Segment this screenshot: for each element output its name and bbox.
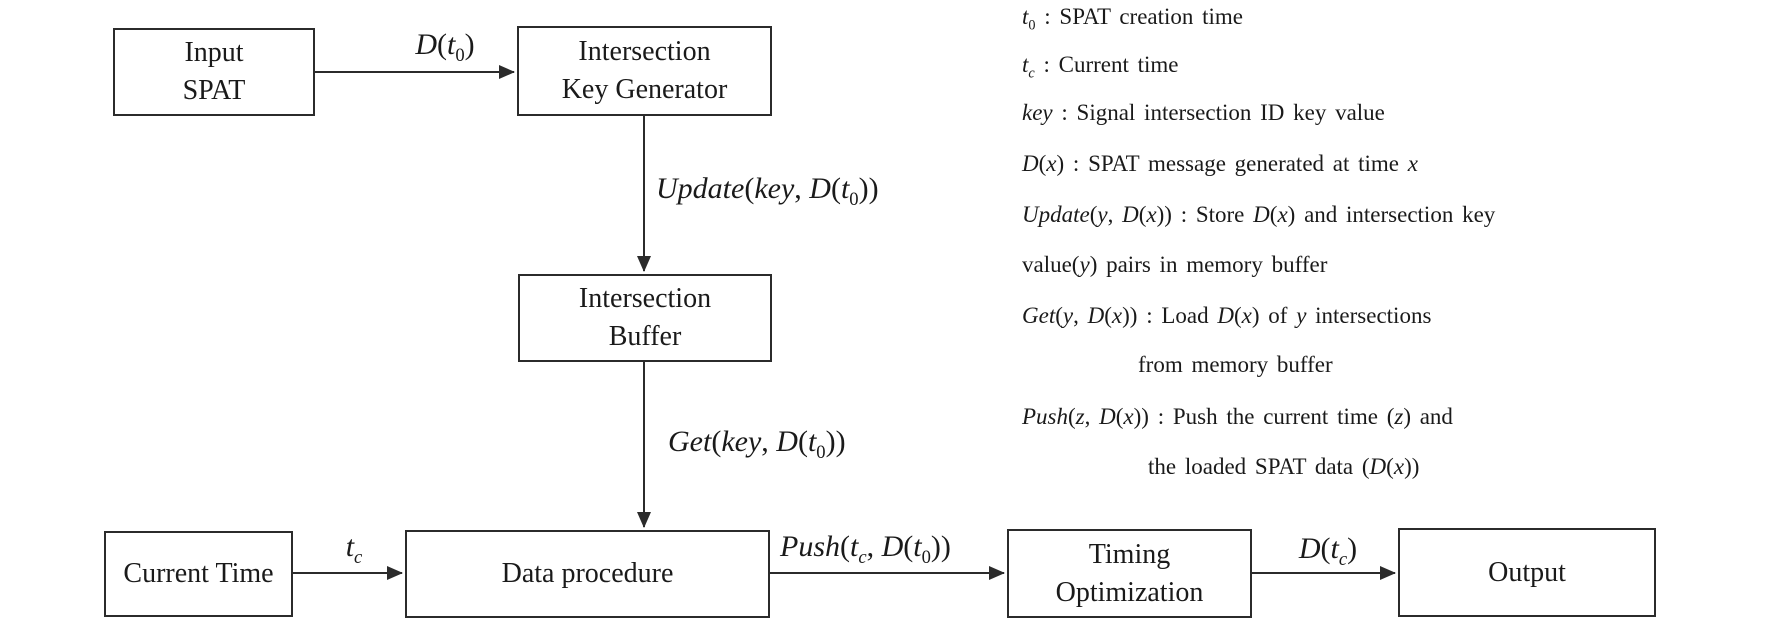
box-label-line: Intersection — [578, 283, 712, 314]
legend-line: value(y) pairs in memory buffer — [1022, 252, 1328, 277]
box-label-line: Current Time — [123, 558, 274, 589]
legend-line: key : Signal intersection ID key value — [1022, 100, 1385, 125]
box-data-procedure: Data procedure — [405, 530, 770, 618]
legend-line: from memory buffer — [1138, 352, 1333, 377]
legend-line: D(x) : SPAT message generated at time x — [1022, 151, 1418, 176]
edge-label-update: Update(key, D(t0)) — [656, 172, 879, 210]
box-current-time: Current Time — [104, 531, 293, 617]
box-label-line: Intersection — [578, 36, 711, 67]
box-intersection-buffer: Intersection Buffer — [518, 274, 772, 362]
box-label-line: Output — [1488, 556, 1566, 588]
legend-line: Push(z, D(x)) : Push the current time (z… — [1022, 404, 1453, 429]
box-label-line: Data procedure — [501, 558, 674, 589]
box-label-line: Timing — [1088, 538, 1171, 570]
legend-line: tc : Current time — [1022, 52, 1179, 82]
box-input-spat: Input SPAT — [113, 28, 315, 116]
legend-line: Update(y, D(x)) : Store D(x) and interse… — [1022, 202, 1496, 227]
edge-label-get: Get(key, D(t0)) — [668, 425, 846, 463]
legend-line: the loaded SPAT data (D(x)) — [1148, 454, 1420, 479]
box-label-line: SPAT — [182, 75, 246, 106]
box-label-line: Key Generator — [561, 74, 728, 105]
edge-label-push: Push(tc, D(t0)) — [780, 530, 951, 568]
box-label-line: Input — [184, 37, 244, 68]
box-timing-optimization: Timing Optimization — [1007, 529, 1252, 618]
box-output: Output — [1398, 528, 1656, 617]
box-intersection-key-generator: Intersection Key Generator — [517, 26, 772, 116]
edge-label-d-tc: D(tc) — [1298, 532, 1358, 570]
box-label-line: Optimization — [1055, 576, 1204, 608]
legend-line: t0 : SPAT creation time — [1022, 4, 1244, 34]
edge-label-t-c: tc — [345, 530, 363, 568]
box-label-line: Buffer — [608, 321, 682, 352]
legend-line: Get(y, D(x)) : Load D(x) of y intersecti… — [1022, 303, 1432, 328]
edge-label-d-t0: D(t0) — [415, 28, 475, 66]
